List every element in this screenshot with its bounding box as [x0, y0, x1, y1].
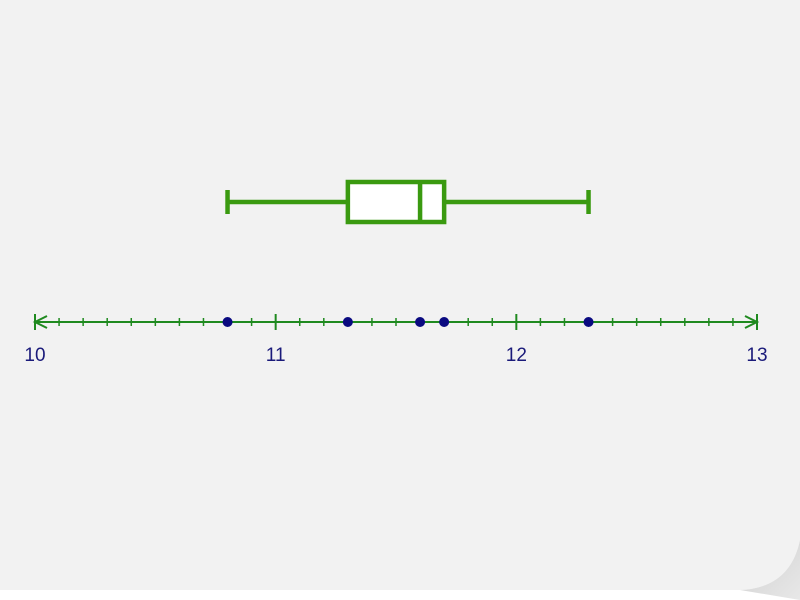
tick-labels: 10 11 12 13: [24, 345, 767, 366]
data-point: [342, 317, 353, 327]
number-line: [32, 314, 760, 330]
tick-label: 13: [746, 345, 767, 366]
tick-label: 12: [506, 345, 527, 366]
tick-label: 11: [266, 345, 286, 366]
data-points: [222, 317, 594, 327]
paper-curl-shadow: [740, 540, 800, 600]
data-point: [415, 317, 426, 327]
data-point: [439, 317, 450, 327]
data-point: [583, 317, 594, 327]
tick-label: 10: [24, 345, 45, 366]
interquartile-box: [345, 179, 447, 225]
box-plot: [225, 179, 591, 225]
data-point: [222, 317, 233, 327]
